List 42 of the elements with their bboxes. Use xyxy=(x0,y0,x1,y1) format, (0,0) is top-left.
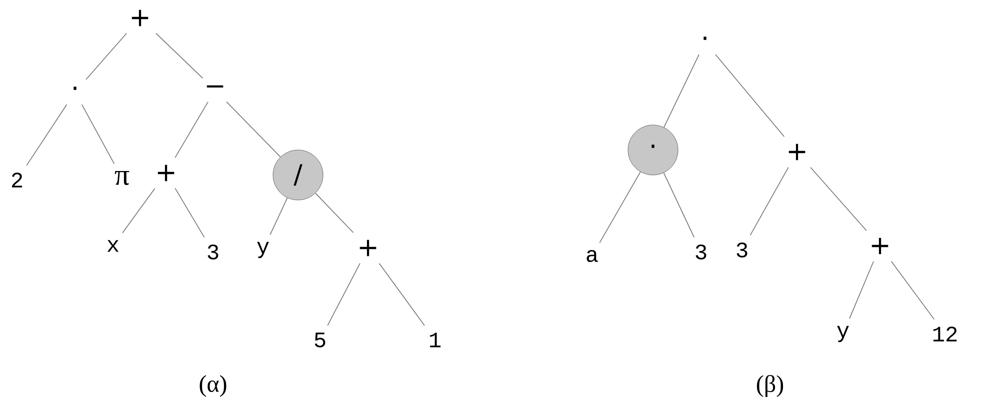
tree-node-label: y xyxy=(257,242,269,258)
tree-branch xyxy=(86,32,127,80)
tree-branch xyxy=(327,262,360,326)
tree-node-label: − xyxy=(206,85,224,88)
tree-node-label: + xyxy=(132,10,148,26)
tree-branch xyxy=(378,262,425,326)
tree-node-label: a xyxy=(586,250,598,262)
tree-branch xyxy=(315,192,354,234)
tree-branch xyxy=(664,54,700,128)
subfigure-caption: (α) xyxy=(200,375,226,397)
tree-branch xyxy=(156,32,204,79)
tree-branch xyxy=(174,101,208,158)
subfigure-caption: (β) xyxy=(756,375,784,397)
tree-node-label: 3 xyxy=(736,242,748,258)
tree-branch xyxy=(81,104,115,164)
tree-branch xyxy=(750,166,789,236)
tree-node-label: + xyxy=(158,164,174,182)
tree-node-label: + xyxy=(872,238,888,254)
tree-node-label: 2 xyxy=(12,172,22,188)
tree-node-label: 12 xyxy=(933,326,957,342)
tree-node-label: + xyxy=(788,144,806,160)
tree-node-label: 3 xyxy=(208,244,218,260)
tree-branch xyxy=(174,188,205,238)
tree-node-label: π xyxy=(114,170,130,186)
tree-branch xyxy=(26,104,68,166)
tree-node-label: x xyxy=(107,240,119,252)
tree-node-label: · xyxy=(704,36,706,40)
tree-node-label: 3 xyxy=(696,244,706,260)
tree-node-label: 1 xyxy=(430,332,441,348)
tree-branch xyxy=(226,101,281,158)
tree-branch xyxy=(599,171,641,244)
tree-node-label: y xyxy=(837,326,849,342)
tree-node-label: · xyxy=(74,86,76,90)
tree-branch xyxy=(663,172,694,238)
tree-node-label: + xyxy=(360,240,376,256)
tree-branch xyxy=(810,166,867,232)
tree-branch xyxy=(122,188,156,234)
tree-branch xyxy=(890,260,935,320)
tree-node-label: 5 xyxy=(314,332,326,348)
tree-branch xyxy=(849,260,874,320)
tree-branch xyxy=(270,197,288,236)
tree-branch xyxy=(715,54,785,138)
